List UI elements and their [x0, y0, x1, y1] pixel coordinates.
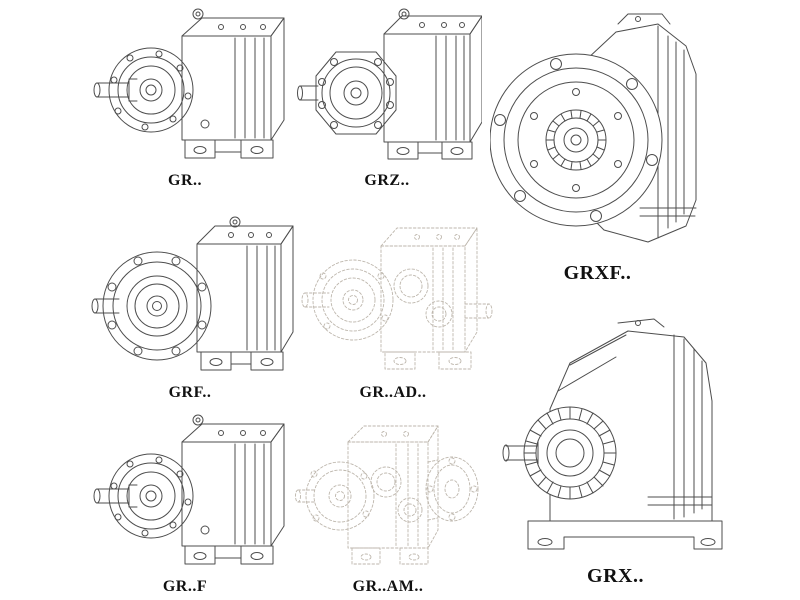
output-shaft: [502, 440, 539, 466]
figure-grad: GR..AD..: [293, 214, 493, 402]
base-plate: [527, 520, 723, 550]
gearbox-body: [585, 13, 697, 243]
gearbox-body-phantom: [305, 425, 439, 549]
figure-grxf: GRXF..: [490, 2, 705, 285]
finned-bearing-housing: [523, 406, 617, 500]
output-shaft-phantom: [301, 292, 330, 308]
figure-label: GRF..: [168, 384, 212, 401]
gearbox-body: [181, 8, 285, 141]
figure-label: GR..F: [162, 578, 208, 595]
figure-label: GR..AD..: [359, 384, 427, 401]
gearbox-body: [181, 414, 285, 547]
figure-label: GRXF..: [563, 262, 632, 284]
gr-gearbox-drawing: [93, 8, 285, 159]
input-adapter-shaft: [464, 303, 493, 319]
motor-adapter-flange: [425, 456, 479, 522]
output-shaft: [93, 78, 138, 102]
figure-grf: GRF..: [85, 214, 295, 402]
mounting-flange: [490, 53, 663, 227]
mounting-feet: [387, 141, 473, 160]
mounting-feet-phantom: [384, 351, 472, 370]
figure-label: GR..: [168, 172, 202, 189]
figure-grfoot: GR..F: [85, 412, 285, 596]
figure-gr: GR..: [85, 6, 285, 190]
internal-gears-phantom: [370, 466, 423, 523]
gearbox-body: [196, 216, 294, 353]
mounting-feet-phantom: [351, 547, 429, 565]
figure-gram: GR..AM..: [288, 412, 488, 596]
mounting-feet: [184, 545, 274, 565]
bearing-housing: [108, 453, 194, 539]
octagon-bearing-face: [315, 51, 397, 135]
mounting-feet: [200, 351, 284, 371]
output-shaft: [91, 298, 120, 314]
internal-gears-phantom: [393, 268, 453, 328]
figure-label: GRX..: [587, 565, 644, 587]
grz-gearbox-drawing: [297, 8, 482, 160]
gram-gearbox-phantom-drawing: [295, 425, 479, 565]
output-shaft: [297, 85, 319, 101]
grf-gearbox-drawing: [91, 216, 294, 371]
bearing-housing: [108, 47, 194, 133]
output-shaft-phantom: [295, 489, 317, 503]
figure-grz: GRZ..: [292, 6, 482, 190]
gearbox-body-phantom: [312, 227, 478, 353]
grfoot-gearbox-drawing: [93, 414, 285, 565]
figure-label: GR..AM..: [352, 578, 424, 595]
figure-grx: GRX..: [498, 305, 733, 588]
mounting-flange: [102, 251, 212, 361]
grad-gearbox-phantom-drawing: [301, 227, 493, 370]
output-shaft: [93, 484, 138, 508]
splined-hub: [545, 109, 607, 171]
gearbox-body: [383, 8, 482, 143]
grxf-gearbox-drawing: [490, 13, 697, 243]
mounting-feet: [184, 139, 274, 159]
grx-gearbox-drawing: [502, 318, 723, 550]
figure-label: GRZ..: [364, 172, 410, 189]
